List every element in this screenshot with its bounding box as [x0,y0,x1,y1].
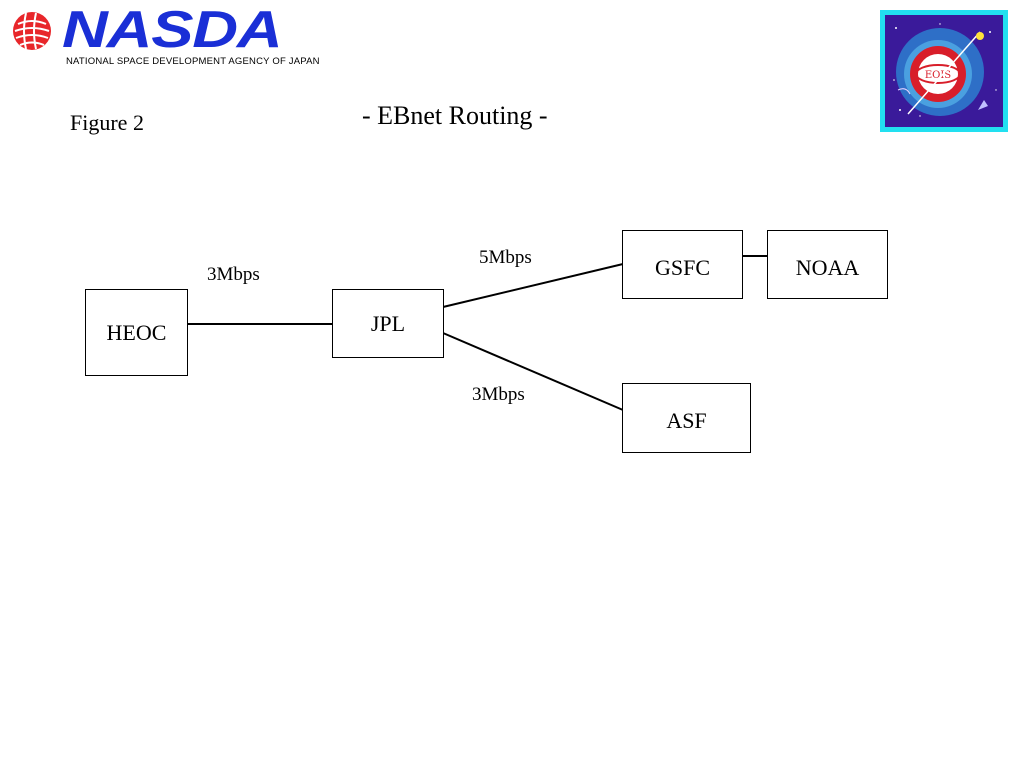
node-jpl: JPL [332,289,444,358]
link-jpl-asf [442,332,624,411]
node-heoc: HEOC [85,289,188,376]
eois-badge: EOIS [880,10,1008,132]
node-asf: ASF [622,383,751,453]
logo-subtitle: NATIONAL SPACE DEVELOPMENT AGENCY OF JAP… [66,56,320,67]
link-label-jpl-asf: 3Mbps [472,384,525,405]
figure-label: Figure 2 [70,110,144,135]
badge-text: EOIS [925,70,951,81]
logo-wordmark: NASDA [62,1,283,59]
nasda-logo-mark-icon [13,12,51,50]
link-label-jpl-gsfc: 5Mbps [479,247,532,268]
node-gsfc: GSFC [622,230,743,299]
slide-title: - EBnet Routing - [362,101,548,130]
node-noaa: NOAA [767,230,888,299]
link-jpl-gsfc [442,263,624,308]
link-label-heoc-jpl: 3Mbps [207,264,260,285]
